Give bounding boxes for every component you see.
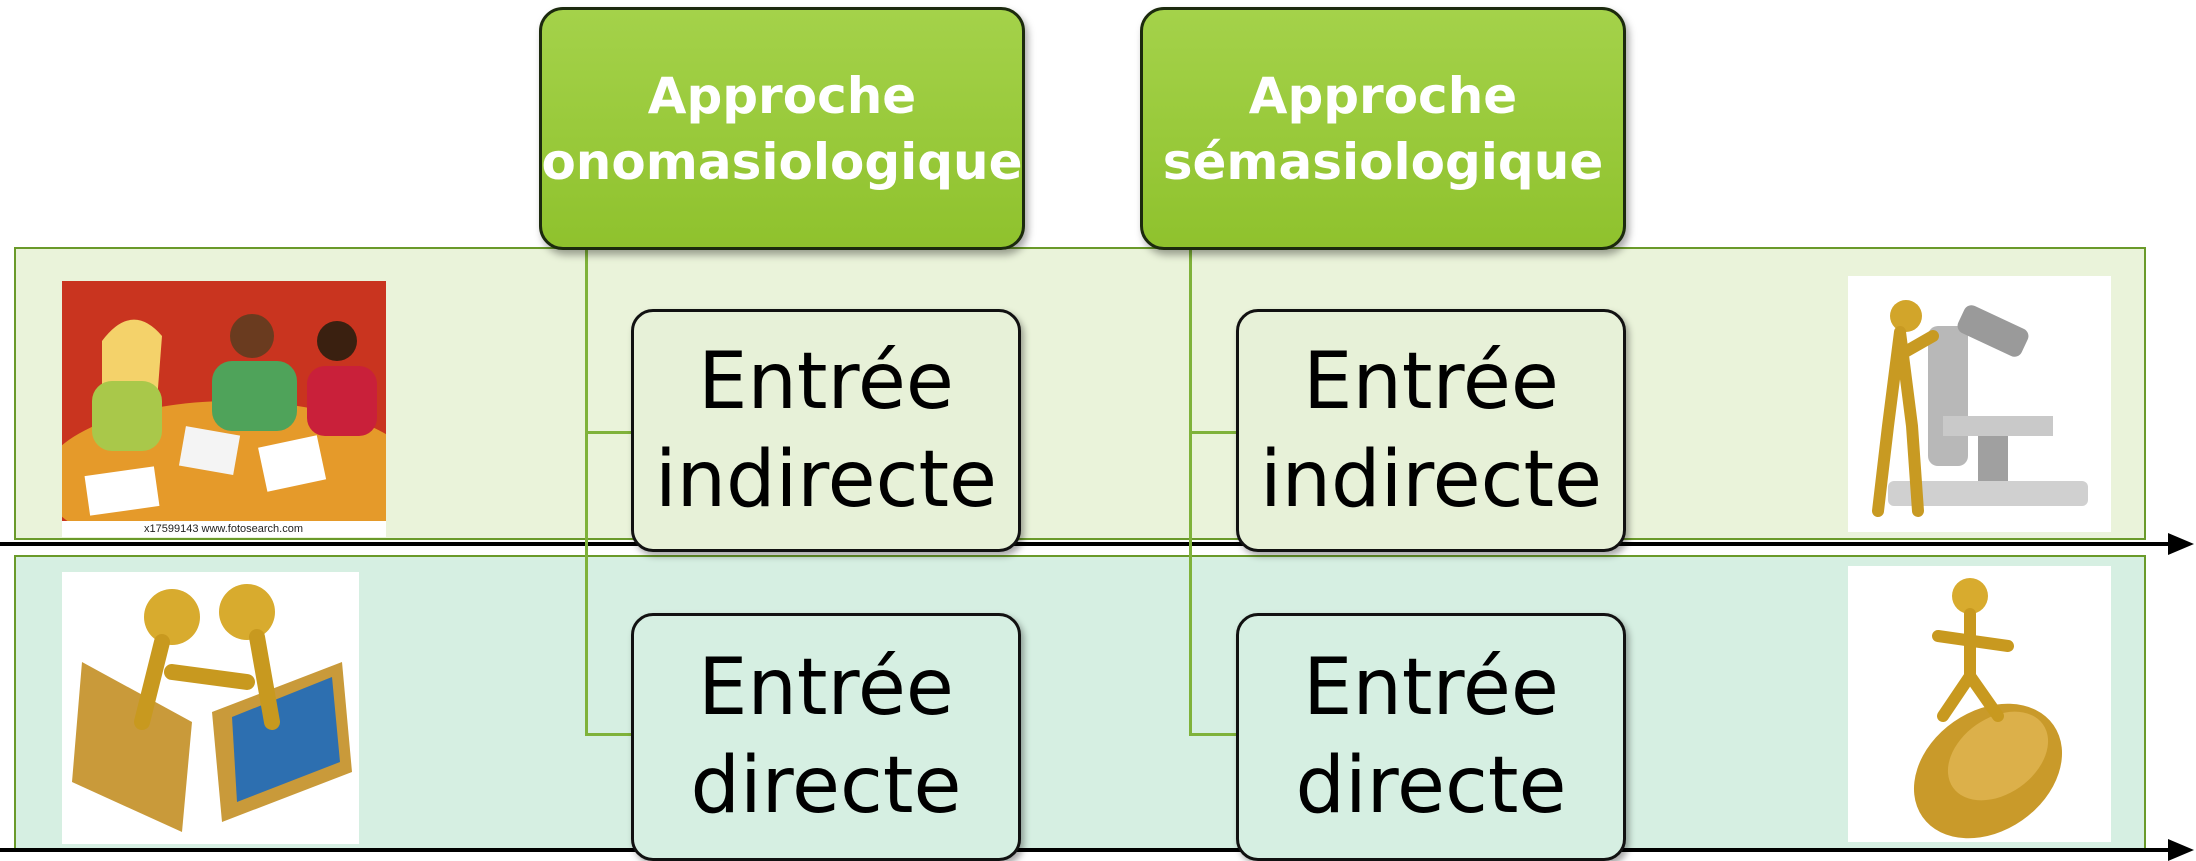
entry-word: Entrée [1303, 336, 1559, 427]
right-tree-branch-indirect [1189, 431, 1237, 434]
direct-entry-band [14, 555, 2146, 851]
onomasiological-indirect-entry-box: Entrée indirecte [631, 309, 1021, 552]
semasiological-indirect-entry-box: Entrée indirecte [1236, 309, 1626, 552]
mouse-surfer-illustration [1848, 566, 2111, 842]
right-tree-trunk [1189, 250, 1192, 735]
approach-semasiological-box: Approche sémasiologique [1140, 7, 1626, 250]
entry-word: Entrée [698, 336, 954, 427]
people-illustration-caption: x17599143 www.fotosearch.com [144, 523, 303, 535]
entry-word: Entrée [698, 643, 954, 733]
microscope-figure-illustration [1848, 276, 2111, 532]
upper-axis-arrowhead [2168, 533, 2194, 555]
entry-type: directe [1295, 741, 1567, 831]
upper-axis-line [0, 542, 2170, 546]
approach-onomasiological-line2: onomasiologique [541, 132, 1023, 191]
approach-semasiological-line2: sémasiologique [1162, 132, 1604, 191]
approach-onomasiological-box: Approche onomasiologique [539, 7, 1025, 250]
people-studying-illustration: x17599143 www.fotosearch.com [62, 281, 386, 537]
entry-type: indirecte [1259, 434, 1603, 525]
laptop-handshake-illustration [62, 572, 359, 844]
right-tree-branch-direct [1189, 733, 1237, 736]
lower-axis-line [0, 848, 2170, 852]
lower-axis-arrowhead [2168, 839, 2194, 861]
onomasiological-direct-entry-box: Entrée directe [631, 613, 1021, 861]
semasiological-direct-entry-box: Entrée directe [1236, 613, 1626, 861]
entry-type: directe [690, 741, 962, 831]
left-tree-branch-direct [585, 733, 633, 736]
left-tree-branch-indirect [585, 431, 633, 434]
entry-type: indirecte [654, 434, 998, 525]
approach-semasiological-line1: Approche [1248, 66, 1518, 125]
approach-onomasiological-line1: Approche [647, 66, 917, 125]
entry-word: Entrée [1303, 643, 1559, 733]
left-tree-trunk [585, 250, 588, 735]
